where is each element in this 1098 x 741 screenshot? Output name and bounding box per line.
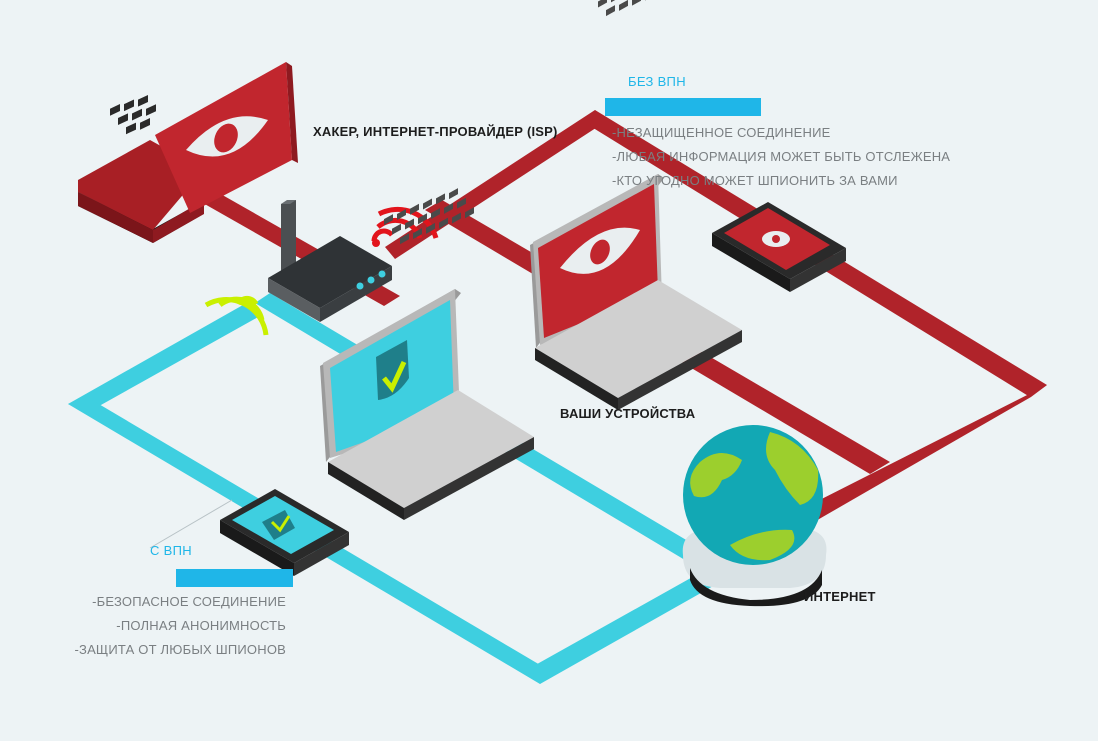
shield-check-icon xyxy=(376,340,409,400)
eye-icon xyxy=(560,227,640,274)
no-vpn-title: БЕЗ ВПН xyxy=(628,74,686,89)
no-vpn-item: -ЛЮБАЯ ИНФОРМАЦИЯ МОЖЕТ БЫТЬ ОТСЛЕЖЕНА xyxy=(612,149,951,164)
vpn-header-bar xyxy=(176,569,293,587)
wifi-signal-green-icon xyxy=(204,295,269,336)
vpn-title: С ВПН xyxy=(150,543,192,558)
hacker-laptop-icon xyxy=(78,62,298,243)
eye-icon xyxy=(186,116,268,157)
vpn-item: -ПОЛНАЯ АНОНИМНОСТЬ xyxy=(116,618,286,633)
no-vpn-item: -НЕЗАЩИЩЕННОЕ СОЕДИНЕНИЕ xyxy=(612,125,831,140)
safe-laptop-icon xyxy=(320,188,534,520)
eye-icon xyxy=(762,231,790,247)
safe-phone-icon xyxy=(149,489,349,576)
vpn-item: -ЗАЩИТА ОТ ЛЮБЫХ ШПИОНОВ xyxy=(74,642,286,657)
no-vpn-header-bar xyxy=(605,98,761,116)
no-vpn-item: -КТО УГОДНО МОЖЕТ ШПИОНИТЬ ЗА ВАМИ xyxy=(612,173,898,188)
wifi-router-icon xyxy=(268,200,392,322)
hacker-isp-label: ХАКЕР, ИНТЕРНЕТ-ПРОВАЙДЕР (ISP) xyxy=(313,124,558,139)
safe-laptop-keys xyxy=(384,188,474,245)
globe-icon xyxy=(682,425,827,607)
unsafe-laptop-icon xyxy=(530,0,742,410)
unsafe-phone-icon xyxy=(712,202,846,292)
check-icon xyxy=(262,510,295,540)
callout-line xyxy=(149,499,233,549)
vpn-item: -БЕЗОПАСНОЕ СОЕДИНЕНИЕ xyxy=(92,594,286,609)
your-devices-label: ВАШИ УСТРОЙСТВА xyxy=(560,406,696,421)
wifi-dot-red xyxy=(372,239,380,247)
hacker-laptop-keys xyxy=(110,94,156,135)
unsafe-laptop-keys xyxy=(598,0,654,17)
internet-label: ИНТЕРНЕТ xyxy=(804,589,876,604)
